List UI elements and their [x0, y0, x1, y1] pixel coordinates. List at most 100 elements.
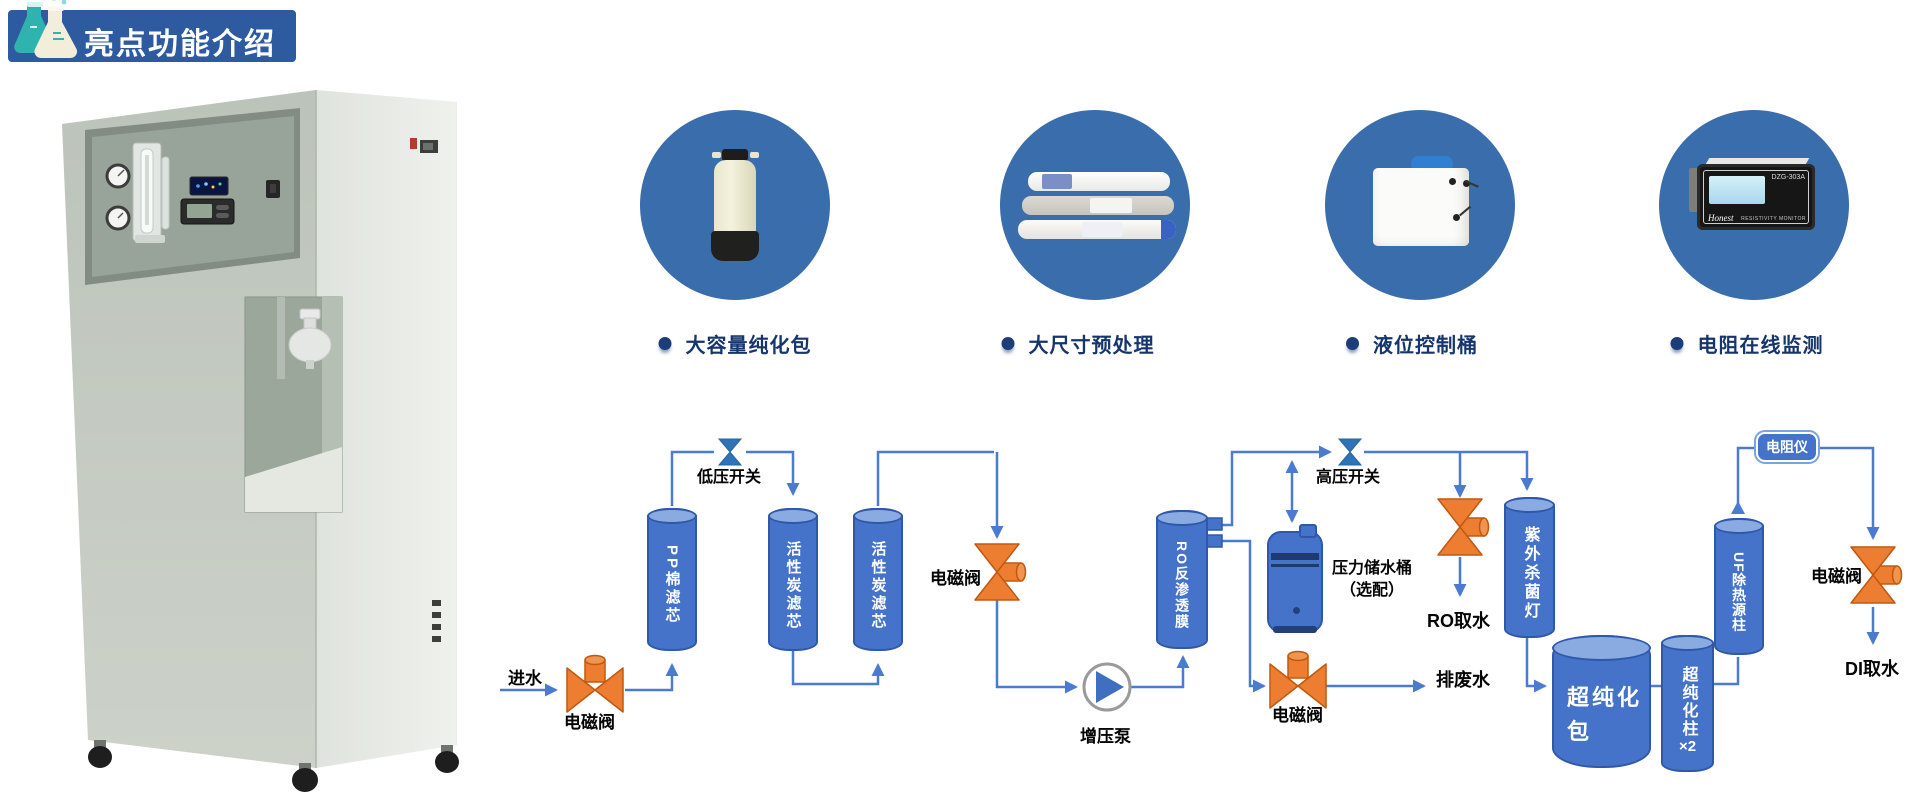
- pack-body: [714, 160, 756, 238]
- tank-neck: [1299, 524, 1317, 538]
- vessel-label: UF除热源柱: [1731, 552, 1747, 633]
- cylinder-top: [1714, 518, 1764, 534]
- flow-tube: [161, 156, 170, 230]
- cartridge-label: [1090, 198, 1132, 213]
- cylinder-top: [647, 508, 697, 524]
- monitor-frame: [1703, 170, 1809, 224]
- monitor-caption: RESISTIVITY MONITOR: [1741, 216, 1806, 222]
- tank-drain: [1293, 607, 1300, 614]
- cartridge-cap: [1161, 220, 1176, 239]
- label-pressure-tank-line2: （选配）: [1340, 582, 1405, 599]
- pack-fitting: [712, 152, 721, 158]
- feature-icon-prefilter: [1000, 110, 1190, 300]
- monitor-screen: [1709, 176, 1765, 204]
- booster-pump-icon: [1082, 662, 1132, 712]
- bullet-icon: [658, 336, 672, 350]
- caster-wheel: [88, 746, 112, 768]
- vessel-polish-pack: 超纯化 包: [1552, 635, 1651, 768]
- pack-base: [711, 231, 759, 261]
- feature-item: 大容量纯化包: [658, 330, 812, 357]
- cylinder-top: [853, 508, 903, 524]
- label-ro-outlet: RO取水: [1427, 611, 1490, 631]
- solenoid-valve-ro-icon: [1437, 498, 1490, 556]
- cylinder-top: [1552, 635, 1651, 661]
- feature-label: 电阻在线监测: [1697, 334, 1824, 357]
- label-inlet: 进水: [508, 669, 542, 688]
- low-pressure-switch-icon: [717, 438, 743, 466]
- filter-cartridge: [1028, 172, 1170, 191]
- vessel-count: ×2: [1678, 738, 1697, 755]
- feature-label: 大容量纯化包: [685, 334, 812, 357]
- vessel-label: 活性炭滤芯: [784, 540, 802, 631]
- side-indicator: [410, 138, 417, 149]
- ro-port: [1205, 517, 1223, 531]
- feature-icon-level-tank: [1325, 110, 1515, 300]
- tank-fitting: [1449, 178, 1456, 185]
- tank-fitting: [1453, 214, 1460, 221]
- cylinder-top: [1504, 497, 1555, 513]
- vessel-ro-membrane: RO反渗透膜: [1156, 510, 1208, 649]
- label-waste-water: 排废水: [1436, 670, 1490, 690]
- purifier-photo: [62, 90, 459, 792]
- label-booster-pump: 增压泵: [1080, 727, 1131, 746]
- tank-base: [1273, 626, 1317, 633]
- vessel-pyrogen-column: UF除热源柱: [1714, 518, 1764, 655]
- vessel-carbon-filter-1: 活性炭滤芯: [768, 508, 818, 651]
- caster-wheel: [435, 751, 459, 773]
- feature-item: 液位控制桶: [1346, 330, 1478, 357]
- feature-label: 液位控制桶: [1373, 334, 1478, 357]
- feature-item: 大尺寸预处理: [1001, 330, 1155, 357]
- vessel-label: RO反渗透膜: [1174, 541, 1190, 630]
- resistivity-meter-box: 电阻仪: [1754, 430, 1820, 464]
- pressure-storage-tank: [1267, 524, 1323, 633]
- tank-stripe: [1271, 553, 1319, 560]
- cylinder-top: [768, 508, 818, 524]
- arrow-icon: [1731, 501, 1745, 514]
- bullet-icon: [1001, 336, 1015, 350]
- feature-icon-resistivity-monitor: DZG-303A Honest RESISTIVITY MONITOR: [1659, 110, 1849, 300]
- monitor-model: DZG-303A: [1771, 174, 1805, 181]
- solenoid-valve-waste-icon: [1269, 650, 1327, 709]
- vessel-label: 包: [1567, 718, 1590, 744]
- vessel-label: 超纯化柱: [1679, 666, 1697, 738]
- label-solenoid-mid: 电磁阀: [930, 569, 981, 588]
- bullet-icon: [1670, 336, 1684, 350]
- feature-item: 电阻在线监测: [1670, 330, 1824, 357]
- cylinder-top: [1156, 510, 1208, 526]
- tank-stripe: [1271, 564, 1319, 567]
- label-high-pressure: 高压开关: [1316, 469, 1381, 486]
- label-di-outlet: DI取水: [1845, 659, 1899, 679]
- feature-icon-purification-pack: [640, 110, 830, 300]
- meter-label: 电阻仪: [1766, 439, 1808, 455]
- cabinet-side: [316, 90, 457, 768]
- cartridge-label: [1042, 174, 1072, 189]
- page-title: 亮点功能介绍: [84, 28, 276, 61]
- label-solenoid-waste: 电磁阀: [1272, 706, 1323, 725]
- ro-port: [1205, 534, 1223, 548]
- caster-wheel: [292, 768, 318, 792]
- cylinder-top: [1661, 635, 1714, 651]
- solenoid-valve-mid-icon: [974, 543, 1027, 601]
- vessel-label: 紫外杀菌灯: [1521, 526, 1539, 621]
- vessel-pp-filter: PP棉滤芯: [647, 508, 697, 651]
- label-solenoid-inlet: 电磁阀: [564, 713, 615, 732]
- pipe-network: [500, 445, 1880, 697]
- high-pressure-switch-icon: [1337, 438, 1363, 466]
- label-pressure-tank: 压力储水桶 （选配）: [1332, 558, 1412, 602]
- solenoid-valve-inlet-icon: [566, 654, 624, 713]
- flask-icon: [14, 0, 78, 59]
- filter-cartridge: [1022, 196, 1174, 215]
- monitor-body: DZG-303A Honest RESISTIVITY MONITOR: [1697, 164, 1815, 230]
- filter-cartridge: [1018, 220, 1176, 239]
- label-pressure-tank-line1: 压力储水桶: [1332, 560, 1413, 577]
- monitor-side-tab: [1689, 168, 1699, 212]
- vessel-uv-lamp: 紫外杀菌灯: [1504, 497, 1555, 638]
- label-low-pressure: 低压开关: [697, 469, 762, 486]
- feature-label: 大尺寸预处理: [1028, 334, 1155, 357]
- vessel-label: PP棉滤芯: [663, 545, 681, 626]
- vessel-label: 超纯化: [1567, 684, 1643, 710]
- pack-cap: [722, 149, 748, 161]
- vessel-carbon-filter-2: 活性炭滤芯: [853, 508, 903, 651]
- vessel-label: 活性炭滤芯: [869, 540, 887, 631]
